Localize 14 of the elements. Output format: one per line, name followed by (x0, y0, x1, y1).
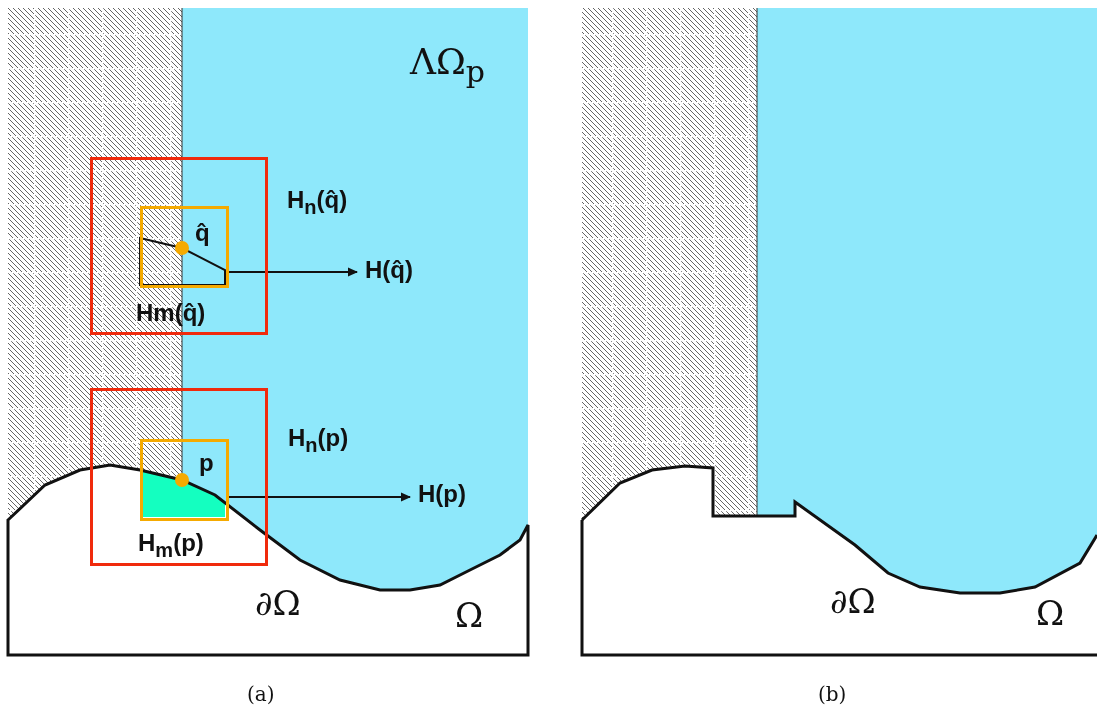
panel-label: (a) (247, 684, 275, 704)
region-label: H(q̂) (365, 258, 413, 282)
region-label: H(p) (418, 482, 466, 506)
symbol-label: Ω (1036, 596, 1065, 630)
symbol-label: ∂Ω (255, 586, 301, 620)
symbol-label: Ω (455, 598, 484, 632)
panel-label: (b) (818, 684, 847, 704)
region-label: H$_{n}$(q̂) (287, 188, 348, 217)
symbol-label: ΛΩ$_{p}$ (410, 44, 486, 88)
region-label: H$_{m}$(p) (138, 531, 204, 560)
point-label: q̂ (195, 221, 210, 245)
symbol-label: ∂Ω (830, 584, 876, 618)
point-label: p (199, 451, 214, 475)
region-label: H$_{n}$(p) (288, 426, 349, 455)
